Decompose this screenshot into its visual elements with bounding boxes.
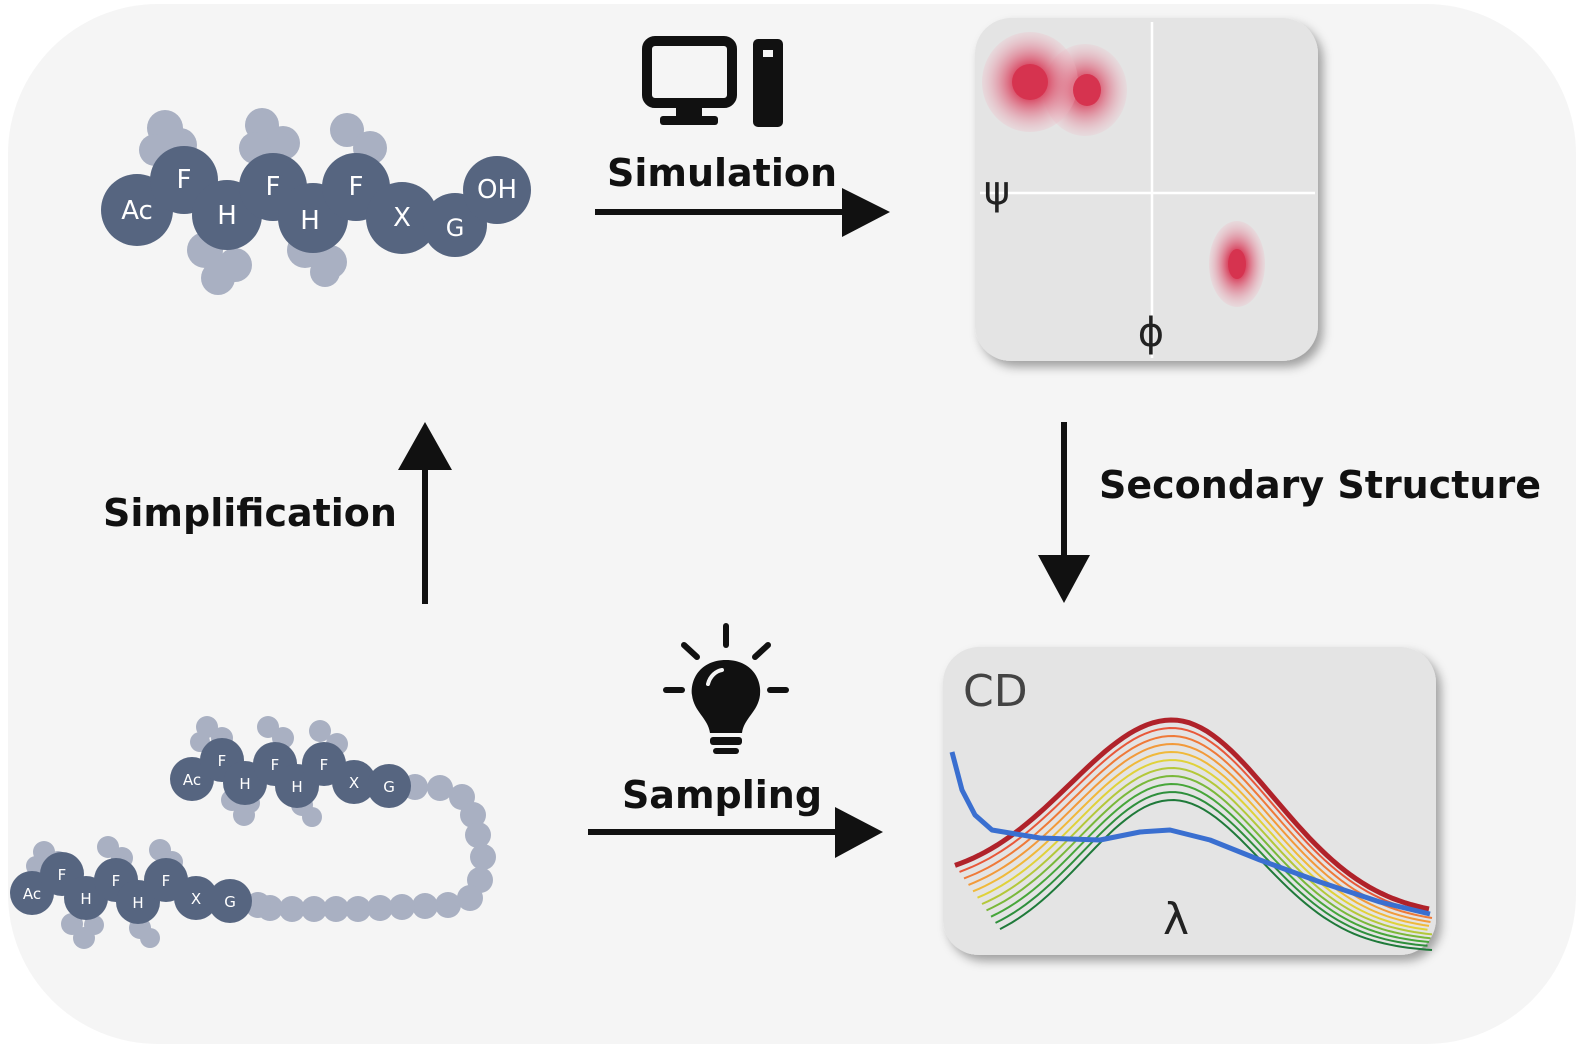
residue-label: H (300, 206, 320, 236)
secondary-structure-arrowhead (1038, 555, 1090, 603)
chain-bead (301, 896, 327, 922)
lightbulb-icon (663, 623, 789, 754)
chain-bead (465, 822, 491, 848)
residue-bead (332, 760, 376, 804)
residue-label: X (349, 774, 359, 792)
chain-bead (345, 896, 371, 922)
residue-label: G (224, 893, 236, 911)
residue-bead (208, 879, 252, 923)
residue-label: H (132, 894, 143, 912)
chain-bead (389, 894, 415, 920)
residue-label: Ac (183, 771, 201, 789)
chain-bead (279, 896, 305, 922)
residue-label: X (393, 203, 411, 233)
peptide-atomistic: Ac F H F H F X G OH (101, 108, 531, 295)
residue-label: H (80, 890, 91, 908)
residue-bead (367, 764, 411, 808)
residue-label: G (446, 214, 465, 242)
chain-bead (367, 895, 393, 921)
simplification-arrowhead (398, 422, 452, 470)
lambda-axis-label: λ (1163, 894, 1189, 945)
cd-reference-line (949, 751, 1431, 917)
residue-label: X (191, 890, 201, 908)
residue-label: H (239, 775, 250, 793)
residue-label: G (383, 778, 395, 796)
cd-spectrum-line (981, 766, 1433, 936)
residue-bead (174, 876, 218, 920)
cd-spectrum-line (999, 798, 1433, 951)
residue-label: F (58, 866, 67, 884)
psi-axis-label: ψ (984, 168, 1010, 214)
cd-spectrum-plot: CD λ (943, 647, 1436, 955)
residue-label: F (162, 872, 171, 890)
residue-label: F (218, 752, 227, 770)
simplification-label: Simplification (103, 491, 397, 535)
chain-bead (457, 885, 483, 911)
residue-label: F (177, 165, 192, 195)
cd-title: CD (963, 666, 1028, 717)
residue-label: F (266, 172, 281, 202)
cd-spectrum-line (977, 759, 1428, 931)
chain-bead (323, 896, 349, 922)
residue-label: F (112, 872, 121, 890)
chain-bead (435, 892, 461, 918)
residue-label: F (349, 172, 364, 202)
density-left-handed (1209, 221, 1265, 307)
residue-label: Ac (23, 885, 41, 903)
chain-bead (412, 893, 438, 919)
residue-label: F (271, 756, 280, 774)
residue-label: F (320, 756, 329, 774)
chain-bead (470, 844, 496, 870)
computer-tower-icon (642, 36, 783, 127)
cd-curves (949, 717, 1433, 951)
cd-spectrum-line (995, 791, 1428, 947)
secondary-structure-label: Secondary Structure (1099, 463, 1541, 507)
ramachandran-plot: ψ ϕ (975, 18, 1318, 361)
phi-axis-label: ϕ (1138, 310, 1164, 356)
residue-label: Ac (121, 196, 153, 226)
simulation-label: Simulation (607, 151, 837, 195)
cd-spectrum-line (990, 782, 1430, 943)
residue-label: H (291, 778, 302, 796)
cd-spectrum-line (963, 734, 1433, 919)
sampling-arrowhead (835, 807, 883, 858)
chain-bead (427, 775, 453, 801)
simulation-arrowhead (842, 188, 890, 237)
density-alpha-helix (982, 32, 1127, 136)
residue-label: OH (477, 175, 517, 205)
cd-spectrum-line (954, 717, 1430, 912)
chain-bead (460, 802, 486, 828)
cd-spectrum-line (986, 774, 1431, 940)
residue-label: H (217, 201, 237, 231)
sampling-label: Sampling (622, 773, 822, 817)
cd-spectrum-line (959, 726, 1428, 914)
